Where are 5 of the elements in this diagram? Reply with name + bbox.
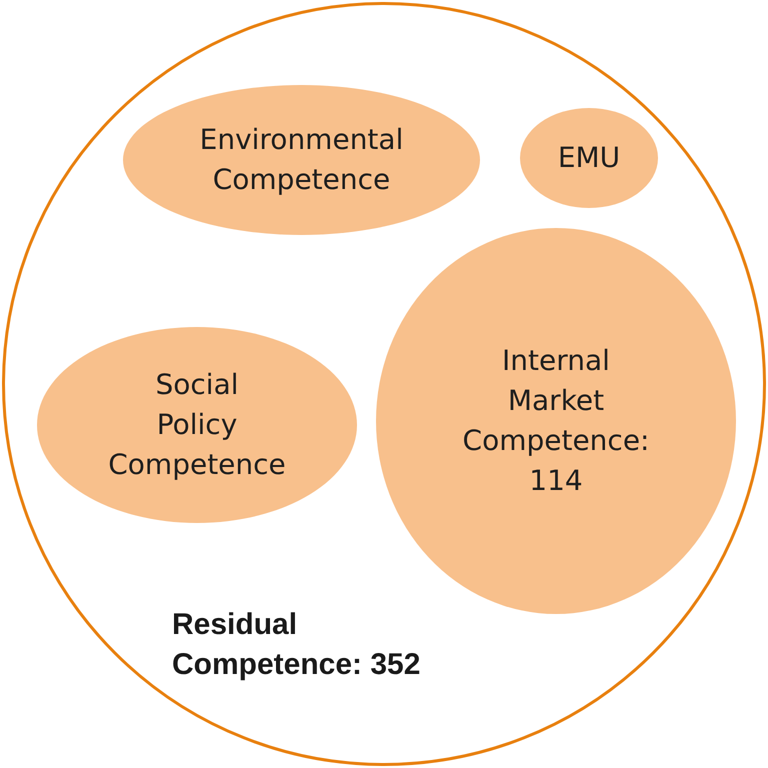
ellipse-label: Environmental Competence bbox=[200, 122, 404, 198]
circle-label: Residual Competence: 352 bbox=[172, 607, 422, 683]
ellipse-label: Internal Market Competence: 114 bbox=[462, 343, 650, 499]
ellipse-label: EMU bbox=[558, 140, 620, 176]
ellipse-label: Social Policy Competence bbox=[108, 367, 286, 483]
